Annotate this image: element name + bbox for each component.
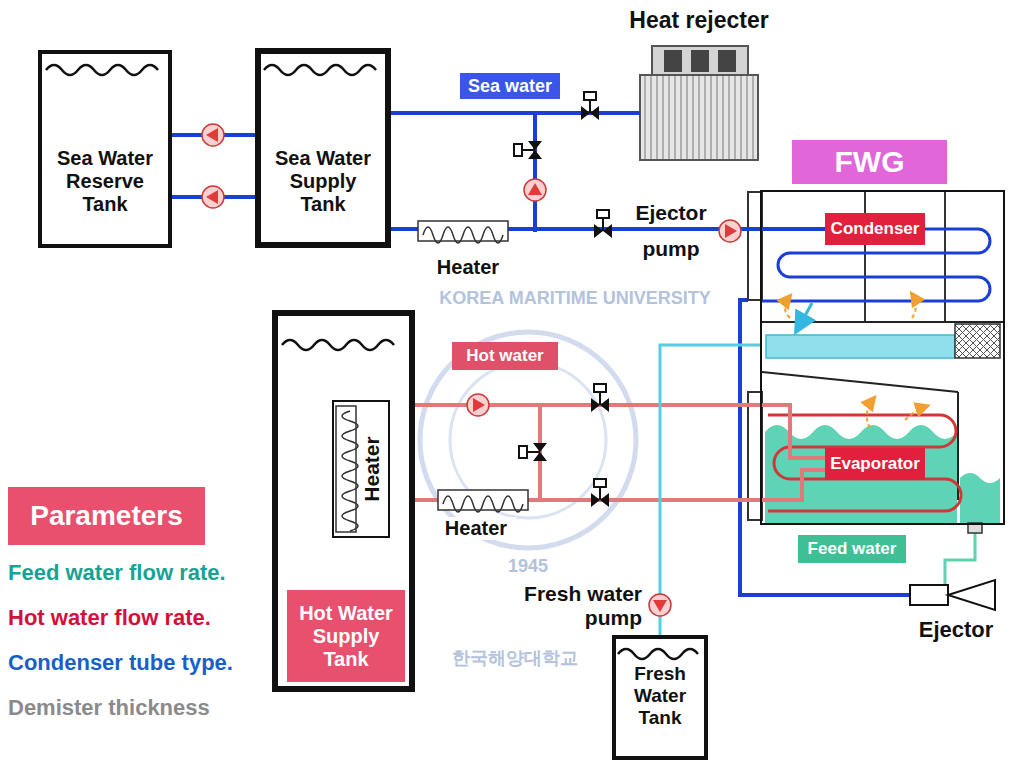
pump-symbol — [649, 594, 671, 616]
water-surface — [264, 65, 376, 75]
heater-coil — [418, 221, 508, 243]
heat-rejecter-unit — [691, 50, 709, 72]
watermark-text: 한국해양대학교 — [430, 648, 600, 669]
ejector-symbol — [910, 585, 948, 605]
heater-coil — [342, 411, 358, 531]
valve-symbol — [581, 92, 599, 120]
parameters-badge: Parameters — [8, 487, 205, 545]
pump-symbol — [719, 220, 741, 242]
heat-rejecter-unit — [640, 75, 758, 160]
fresh-water-tank: Fresh Water Tank — [612, 635, 708, 760]
watermark-emblem — [420, 332, 636, 548]
parameter-item: Hot water flow rate. — [8, 605, 268, 630]
heat-rejecter-unit — [664, 50, 682, 72]
ejector-symbol — [910, 580, 995, 610]
parameter-item: Demister thickness — [8, 695, 268, 720]
fwg-internals — [762, 372, 958, 392]
fwg-internals — [762, 321, 1004, 323]
heater-coil — [438, 490, 528, 512]
valve-symbol — [591, 384, 609, 412]
water-surface — [282, 340, 394, 350]
node-heading: Heat rejecter — [624, 5, 774, 35]
water-surface — [46, 65, 158, 75]
fwg-internals — [797, 303, 812, 330]
node-label: Condenser — [831, 219, 920, 239]
condenser-badge: Condenser — [825, 213, 925, 245]
valve-symbol — [591, 479, 609, 507]
fwg-internals — [748, 192, 1004, 533]
ejector-symbol — [948, 580, 995, 610]
fwg-internals — [955, 324, 1000, 358]
node-label: Evaporator — [830, 454, 920, 474]
pump-symbol — [524, 179, 546, 201]
reserve-tank: Sea Water Reserve Tank — [38, 50, 172, 248]
valve-symbol — [594, 210, 612, 238]
evaporator-badge: Evaporator — [825, 448, 925, 480]
line-badge: Sea water — [460, 73, 560, 99]
watermark-text: KOREA MARITIME UNIVERSITY — [420, 288, 730, 309]
process-pipe — [533, 113, 537, 232]
parameter-item: Feed water flow rate. — [8, 560, 268, 585]
fwg-unit: FWGCondenserEvaporator — [760, 190, 1005, 525]
valve-symbol — [514, 141, 542, 159]
pump-symbol — [202, 124, 224, 146]
heater-coil — [336, 406, 358, 532]
pump-label: Ejector pump — [626, 195, 716, 267]
valve-symbol — [519, 443, 547, 461]
line-badge: Hot water — [452, 342, 558, 370]
pump-label: Fresh water pump — [504, 582, 642, 630]
heater-element: Heater — [332, 400, 390, 538]
fwg-internals — [867, 398, 874, 428]
pump-symbol — [467, 394, 489, 416]
parameter-item: Condenser tube type. — [8, 650, 268, 675]
fwg-internals — [960, 473, 1000, 523]
process-pipe — [945, 532, 975, 584]
heat-rejecter-unit — [640, 46, 758, 160]
heater-label: Heater — [428, 256, 508, 279]
feed-water-badge: Feed water — [798, 535, 906, 563]
water-surface — [618, 649, 698, 659]
fwg-internals — [766, 335, 955, 358]
process-pipe — [535, 113, 975, 595]
fwg-internals — [905, 406, 927, 420]
node-label: Fresh Water Tank — [619, 663, 701, 729]
watermark-text: 1945 — [488, 556, 568, 577]
node-label: Parameters — [30, 500, 183, 532]
fwg-internals — [765, 425, 957, 523]
hot-water-tank: Hot Water Supply Tank Heater — [272, 310, 415, 692]
fwg-internals — [768, 415, 961, 511]
node-heading: Hot Water Supply Tank — [287, 590, 405, 682]
heater-label: Heater — [436, 517, 516, 540]
pipe-connector — [391, 111, 640, 115]
ejector-label: Ejector — [910, 617, 1002, 642]
node-heading: FWG — [792, 140, 947, 184]
node-label: Sea Water Reserve Tank — [46, 147, 164, 216]
pump-symbol — [202, 186, 224, 208]
connector-layer — [172, 113, 825, 635]
fwg-internals — [785, 294, 927, 428]
fwg-internals — [912, 294, 916, 318]
heat-rejecter: Heat rejecter — [640, 75, 758, 160]
heat-rejecter-unit — [652, 46, 748, 75]
node-label: Heater — [360, 436, 384, 501]
supply-tank: Sea Water Supply Tank — [255, 48, 391, 248]
fwg-internals — [785, 296, 790, 318]
node-label: Sea Water Supply Tank — [265, 147, 381, 216]
pipe-connector — [660, 345, 760, 635]
heat-rejecter-unit — [718, 50, 736, 72]
watermark-emblem — [420, 332, 636, 548]
